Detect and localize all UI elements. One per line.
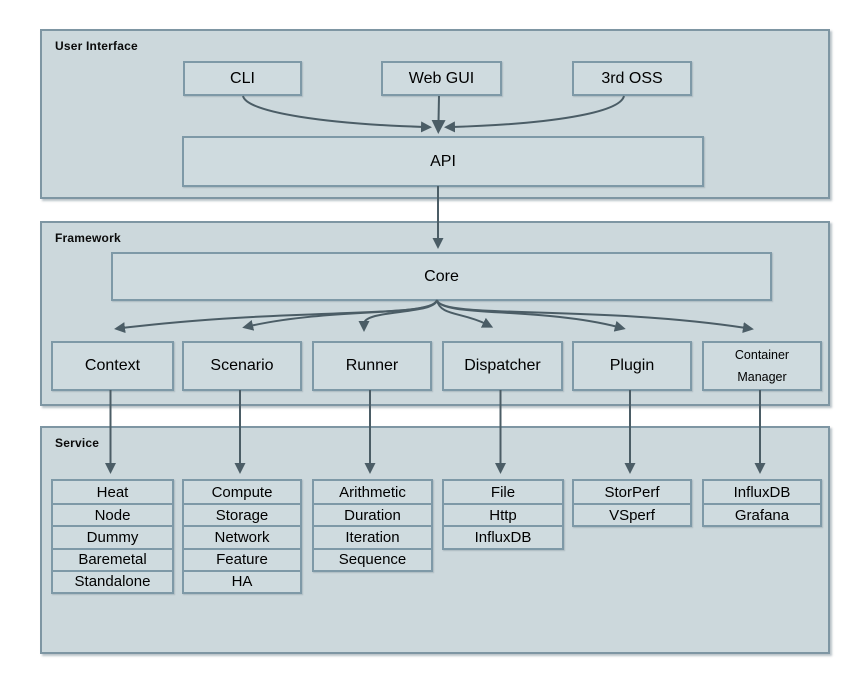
service-item: Http xyxy=(444,503,562,525)
service-item: Arithmetic xyxy=(339,483,406,501)
service-item: Storage xyxy=(184,503,300,525)
box-container-manager: Container Manager xyxy=(702,341,822,391)
panel-user-interface: User Interface CLI Web GUI 3rd OSS API xyxy=(40,29,830,199)
service-item: Sequence xyxy=(314,547,431,570)
box-runner: Runner xyxy=(312,341,432,391)
box-web-gui: Web GUI xyxy=(381,61,502,96)
panel-service: Service Heat Node Dummy Baremetal Standa… xyxy=(40,426,830,654)
stack-plugin-services: StorPerf VSperf xyxy=(572,479,692,528)
service-item: Heat xyxy=(96,483,129,501)
service-item: Feature xyxy=(184,547,300,570)
stack-context-services: Heat Node Dummy Baremetal Standalone xyxy=(51,479,174,594)
service-item: Node xyxy=(53,503,172,525)
box-scenario: Scenario xyxy=(182,341,302,391)
box-3rd-oss: 3rd OSS xyxy=(572,61,692,96)
panel-framework-label: Framework xyxy=(55,231,121,245)
stack-runner-services: Arithmetic Duration Iteration Sequence xyxy=(312,479,433,572)
box-cli: CLI xyxy=(183,61,302,96)
service-item: Duration xyxy=(314,503,431,525)
service-item: Grafana xyxy=(704,503,820,525)
service-item: HA xyxy=(184,569,300,592)
service-item: InfluxDB xyxy=(733,483,791,501)
service-item: Network xyxy=(184,525,300,547)
service-item: File xyxy=(490,483,516,501)
box-api: API xyxy=(182,136,704,187)
box-core: Core xyxy=(111,252,772,301)
service-item: Iteration xyxy=(314,525,431,547)
service-item: Standalone xyxy=(53,569,172,592)
panel-service-label: Service xyxy=(55,436,100,450)
panel-user-interface-label: User Interface xyxy=(55,39,138,53)
service-item: Dummy xyxy=(53,525,172,547)
service-item: VSperf xyxy=(574,503,690,525)
service-item: Baremetal xyxy=(53,547,172,570)
panel-framework: Framework Core Context Scenario Runner D… xyxy=(40,221,830,406)
box-context: Context xyxy=(51,341,174,391)
stack-dispatcher-services: File Http InfluxDB xyxy=(442,479,564,550)
box-plugin: Plugin xyxy=(572,341,692,391)
service-item: StorPerf xyxy=(604,483,660,501)
stack-container-manager-services: InfluxDB Grafana xyxy=(702,479,822,528)
box-dispatcher: Dispatcher xyxy=(442,341,563,391)
stack-scenario-services: Compute Storage Network Feature HA xyxy=(182,479,302,594)
service-item: Compute xyxy=(211,483,273,501)
service-item: InfluxDB xyxy=(444,525,562,547)
